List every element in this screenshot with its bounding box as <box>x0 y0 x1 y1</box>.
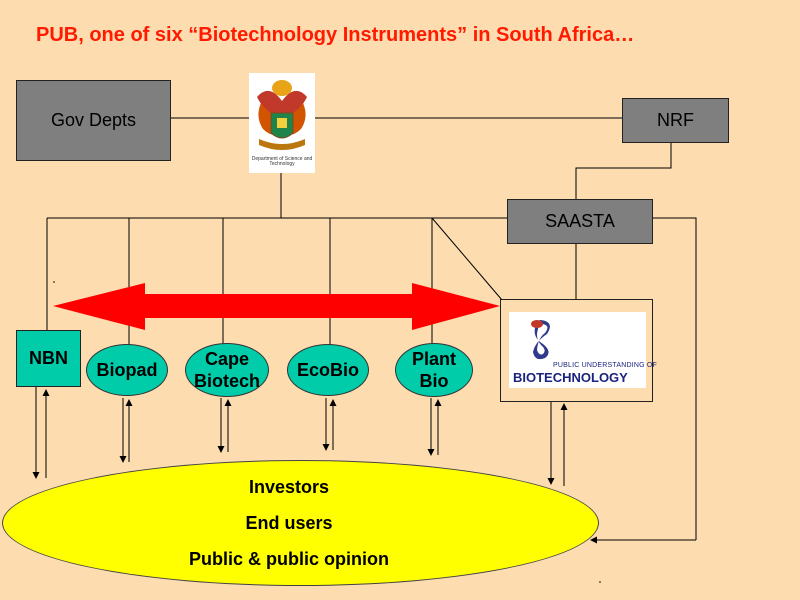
saasta-label: SAASTA <box>545 211 615 231</box>
pub-logo-line2: BIOTECHNOLOGY <box>513 370 628 385</box>
nbn-box: NBN <box>16 330 81 387</box>
plant-bio-label-line1: Plant <box>411 349 456 369</box>
saasta-box: SAASTA <box>507 199 653 244</box>
nbn-label: NBN <box>29 348 68 368</box>
dna-eight-icon <box>531 320 550 360</box>
nrf-label: NRF <box>657 110 694 130</box>
pub-panel: PUBLIC UNDERSTANDING OF BIOTECHNOLOGY <box>500 299 657 402</box>
nrf-box: NRF <box>622 98 729 143</box>
plant-bio-node: Plant Bio <box>395 343 473 397</box>
audience-public: Public & public opinion <box>189 549 389 569</box>
audience-investors: Investors <box>248 477 330 497</box>
biopad-node: Biopad <box>86 344 168 396</box>
pub-logo: PUBLIC UNDERSTANDING OF BIOTECHNOLOGY <box>509 312 657 388</box>
ecobio-label: EcoBio <box>296 360 359 380</box>
biopad-label: Biopad <box>96 360 158 380</box>
dst-crest-logo: Department of Science and Technology <box>249 73 315 173</box>
gov-depts-box: Gov Depts <box>16 80 171 161</box>
audience-end-users: End users <box>245 513 333 533</box>
dst-caption: Department of Science and Technology <box>251 156 313 167</box>
pub-logo-line1: PUBLIC UNDERSTANDING OF <box>553 362 658 369</box>
cape-biotech-label-line2: Biotech <box>193 371 260 391</box>
ecobio-node: EcoBio <box>287 344 369 396</box>
plant-bio-label-line2: Bio <box>419 371 449 391</box>
cape-biotech-node: Cape Biotech <box>185 343 269 397</box>
audience-ellipse <box>2 460 599 586</box>
coat-of-arms-icon <box>257 80 307 150</box>
gov-depts-label: Gov Depts <box>50 110 137 130</box>
cape-biotech-label-line1: Cape <box>204 349 249 369</box>
slide-title: PUB, one of six “Biotechnology Instrumen… <box>36 24 635 46</box>
double-arrow-shape <box>53 283 500 330</box>
